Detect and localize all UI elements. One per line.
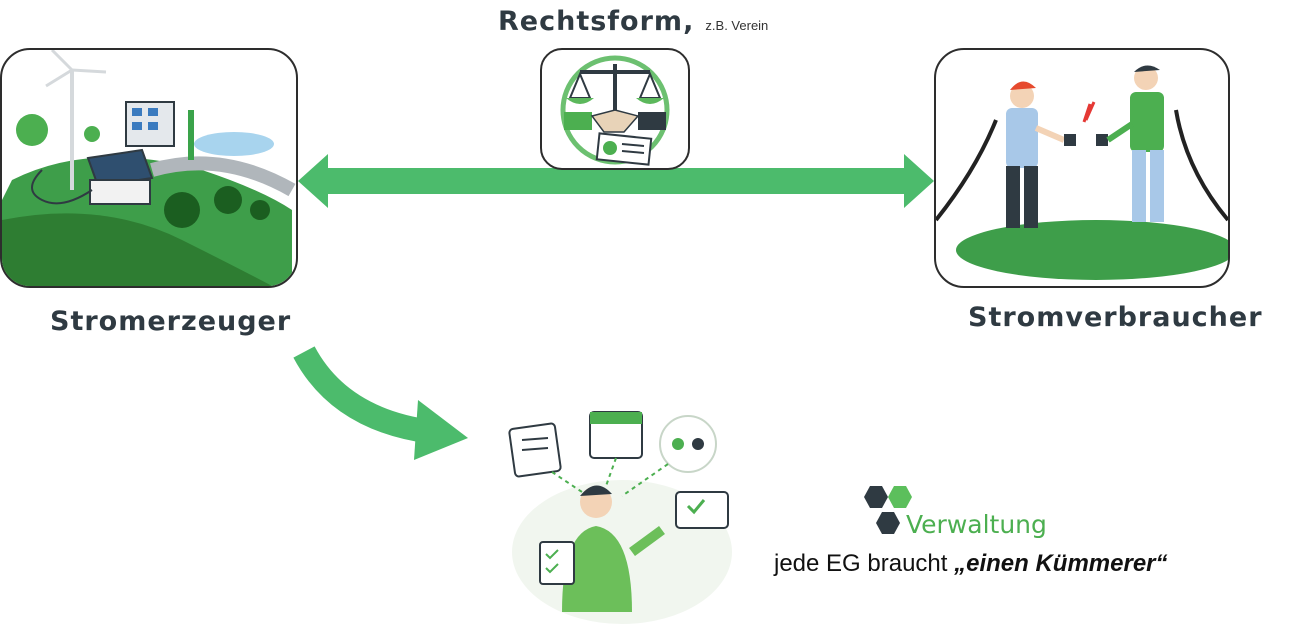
admin-text-emphasis: „einen Kümmerer“ [954,550,1168,577]
people-plugging-cables-illustration [936,65,1228,280]
consumer-box [934,48,1230,288]
rechtsform-title: Rechtsform [498,6,684,37]
admin-text-plain: jede EG braucht [774,550,955,577]
admin-title: Verwaltung [906,510,1047,539]
consumer-label: Stromverbraucher [968,302,1263,333]
admin-text: jede EG braucht „einen Kümmerer“ [774,550,1168,578]
curved-arrow-head [414,400,468,460]
admin-illustration [492,402,752,628]
rechtsform-box [540,48,690,170]
hexagon-logo-icon [856,484,916,540]
double-arrow [298,154,934,208]
curved-arrow-shaft [293,346,434,444]
rechtsform-example: z.B. Verein [705,18,769,33]
producer-box [0,48,298,288]
rechtsform-comma: , [683,6,695,37]
producer-label: Stromerzeuger [50,306,292,337]
administrator-with-tasks-illustration [508,411,732,624]
wind-solar-landscape-illustration [2,50,296,286]
rechtsform-heading: Rechtsform, z.B. Verein [498,6,768,37]
scale-handshake-icon [560,55,670,166]
